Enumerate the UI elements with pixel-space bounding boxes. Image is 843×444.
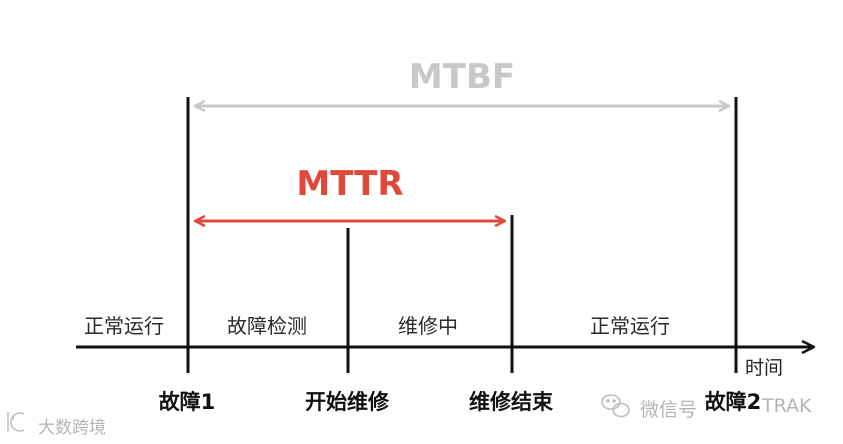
event-repair-end: 维修结束 xyxy=(469,390,553,414)
watermark-logo-icon xyxy=(7,412,25,432)
event-repair-start: 开始维修 xyxy=(305,390,389,414)
event-failure-2: 故障2 xyxy=(704,390,762,414)
watermark-right: 微信号 xyxy=(640,399,698,421)
phase-under-repair: 维修中 xyxy=(398,314,458,338)
phase-normal-operation: 正常运行 xyxy=(84,314,164,338)
wechat-icon xyxy=(601,394,630,418)
watermark-left: 大数跨境 xyxy=(38,418,106,438)
phase-fault-detection: 故障检测 xyxy=(227,314,307,338)
event-failure-1: 故障1 xyxy=(158,390,216,414)
watermark-right-suffix: TRAK xyxy=(762,395,812,417)
axis-unit-label: 时间 xyxy=(744,357,784,379)
mtbf-label: MTBF xyxy=(408,57,516,97)
phase-normal-operation-2: 正常运行 xyxy=(590,314,670,338)
mttr-label: MTTR xyxy=(296,164,404,204)
